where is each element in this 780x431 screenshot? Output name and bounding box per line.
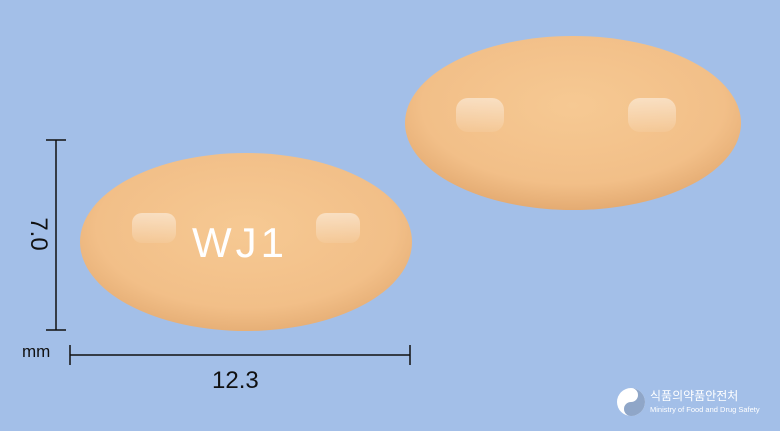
pill-back (405, 36, 741, 210)
logo-english-name: Ministry of Food and Drug Safety (650, 405, 760, 414)
pill-back-highlight-right (628, 98, 676, 132)
pill-imprint: WJ1 (192, 219, 288, 266)
logo-korean-name: 식품의약품안전처 (650, 389, 739, 403)
pill-front: WJ1 (80, 153, 412, 331)
height-label: 7.0 (25, 217, 52, 251)
unit-label: mm (22, 342, 51, 361)
pill-highlight-right (316, 213, 360, 243)
pill-highlight-left (132, 213, 176, 243)
pill-back-highlight-left (456, 98, 504, 132)
width-dimension-line (69, 345, 411, 365)
height-dimension-line (46, 139, 66, 331)
ministry-logo: 식품의약품안전처 Ministry of Food and Drug Safet… (616, 385, 776, 419)
taegeuk-emblem-icon (617, 388, 645, 416)
width-label: 12.3 (212, 367, 259, 394)
